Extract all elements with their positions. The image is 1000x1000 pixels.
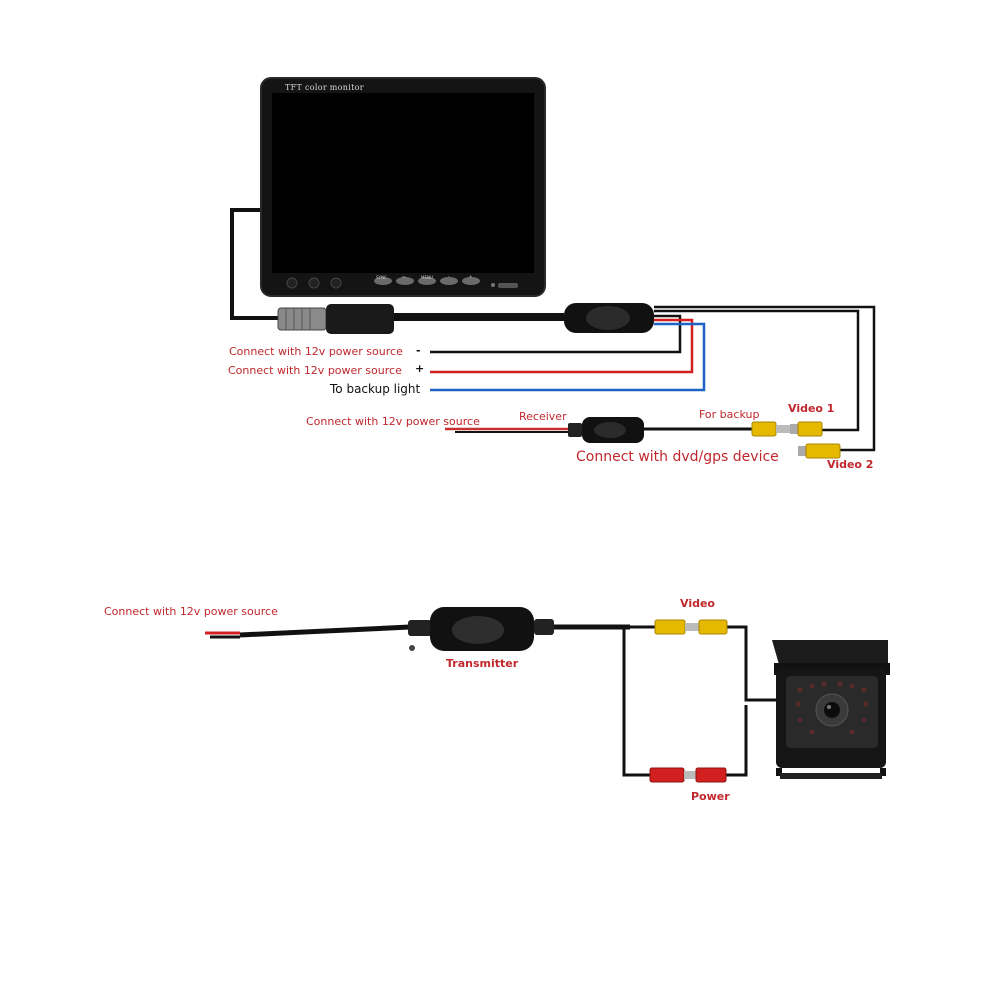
monitor-button-label: + bbox=[469, 274, 473, 279]
monitor-connector bbox=[277, 304, 564, 334]
wire-camera-power bbox=[726, 705, 748, 777]
monitor-button-plus bbox=[462, 277, 480, 285]
label-video2: Video 2 bbox=[827, 458, 874, 471]
label-power-positive: Connect with 12v power source bbox=[228, 364, 402, 377]
monitor bbox=[230, 77, 546, 320]
label-for-backup: For backup bbox=[699, 408, 760, 421]
wire-video1 bbox=[654, 309, 860, 432]
monitor-ir-window bbox=[498, 283, 518, 288]
wire-backup-light bbox=[430, 322, 706, 392]
monitor-button-label: SYNC bbox=[376, 275, 387, 280]
monitor-power-led bbox=[491, 283, 495, 287]
monitor-title: TFT color monitor bbox=[285, 83, 364, 92]
monitor-cable bbox=[230, 208, 280, 320]
label-video: Video bbox=[680, 597, 715, 610]
wire-power-positive bbox=[430, 318, 694, 374]
label-transmitter-power: Connect with 12v power source bbox=[104, 605, 278, 618]
monitor-button-source bbox=[396, 277, 414, 285]
monitor-knob bbox=[330, 277, 342, 289]
label-negative-sign: - bbox=[416, 344, 421, 357]
label-power-negative: Connect with 12v power source bbox=[229, 345, 403, 358]
label-power: Power bbox=[691, 790, 730, 803]
label-video1: Video 1 bbox=[788, 402, 835, 415]
monitor-knob bbox=[286, 277, 298, 289]
monitor-button-label: ▭ bbox=[402, 274, 406, 279]
wire-power-branch bbox=[622, 627, 650, 777]
rca-for-backup bbox=[751, 421, 790, 437]
label-dvd-gps: Connect with dvd/gps device bbox=[576, 449, 779, 465]
label-transmitter: Transmitter bbox=[446, 657, 519, 670]
label-backup-light: To backup light bbox=[330, 382, 421, 396]
monitor-button-minus bbox=[440, 277, 458, 285]
backup-camera bbox=[772, 640, 890, 779]
label-receiver: Receiver bbox=[519, 410, 567, 423]
monitor-knob bbox=[308, 277, 320, 289]
monitor-button-menu bbox=[418, 277, 436, 285]
monitor-button-label: - bbox=[448, 274, 450, 279]
monitor-button-label: MENU bbox=[421, 275, 433, 280]
transmitter-assembly bbox=[205, 607, 630, 651]
wire-power-negative bbox=[430, 314, 682, 354]
rca-video1 bbox=[790, 421, 823, 437]
rca-video bbox=[654, 619, 728, 635]
monitor-button-sync bbox=[374, 277, 392, 285]
label-receiver-power: Connect with 12v power source bbox=[306, 415, 480, 428]
label-positive-sign: + bbox=[415, 362, 425, 375]
receiver bbox=[445, 417, 754, 443]
harness-box bbox=[564, 303, 654, 333]
dc-power-plug bbox=[649, 767, 727, 783]
monitor-screen bbox=[272, 93, 534, 273]
rca-video2 bbox=[798, 443, 841, 459]
wire-video2 bbox=[654, 305, 876, 452]
wire-camera-video bbox=[726, 625, 778, 702]
